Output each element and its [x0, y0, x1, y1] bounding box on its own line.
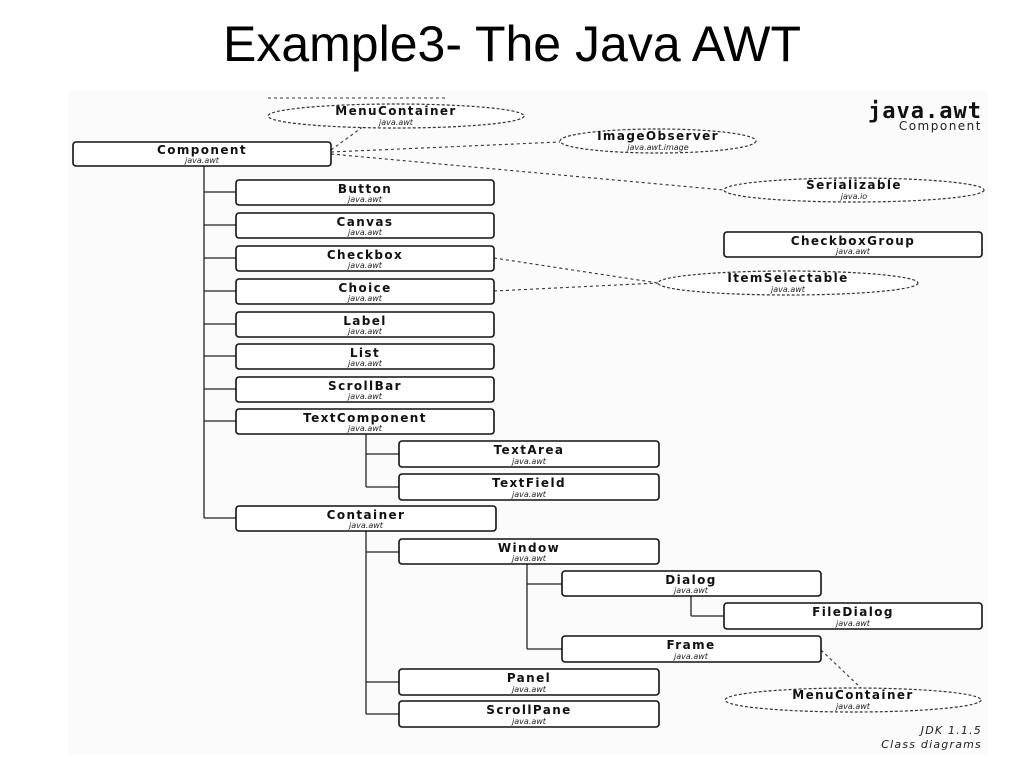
diagram-version: JDK 1.1.5 — [919, 724, 982, 737]
class-package: java.awt — [184, 156, 220, 165]
interface-name: MenuContainer — [792, 688, 914, 702]
class-name: Window — [498, 541, 560, 555]
class-package: java.awt — [511, 490, 547, 499]
class-package: java.awt — [511, 717, 547, 726]
class-name: Panel — [507, 671, 551, 685]
interface-name: Serializable — [806, 178, 902, 192]
class-diagram: java.awt Component MenuContainer java.aw… — [68, 90, 988, 754]
interface-name: MenuContainer — [335, 104, 457, 118]
interface-package: java.awt — [378, 118, 414, 127]
class-name: FileDialog — [812, 605, 894, 619]
class-name: ScrollBar — [328, 379, 402, 393]
class-package: java.awt — [347, 228, 383, 237]
class-window: Window java.awt — [398, 538, 660, 565]
class-package: java.awt — [511, 554, 547, 563]
package-header: java.awt — [868, 99, 982, 124]
class-name: Canvas — [337, 215, 394, 229]
slide-title: Example3- The Java AWT — [222, 16, 801, 72]
interface-package: java.awt — [835, 702, 871, 711]
interface-lines — [268, 97, 862, 689]
interface-serializable: Serializable java.io — [723, 177, 985, 203]
class-checkbox: Checkbox java.awt — [235, 245, 495, 272]
class-textcomponent: TextComponent java.awt — [235, 408, 495, 435]
class-name: Container — [327, 508, 406, 522]
class-textarea: TextArea java.awt — [398, 440, 660, 468]
class-package: java.awt — [347, 424, 383, 433]
interface-imageobserver: ImageObserver java.awt.image — [559, 128, 757, 154]
class-list: List java.awt — [235, 343, 495, 370]
class-name: Component — [157, 143, 247, 157]
class-name: Frame — [666, 638, 715, 652]
interface-name: ImageObserver — [597, 129, 719, 143]
class-component: Component java.awt — [72, 141, 332, 167]
class-package: java.awt — [347, 359, 383, 368]
class-name: CheckboxGroup — [791, 234, 916, 248]
class-name: Dialog — [665, 573, 717, 587]
class-package: java.awt — [673, 652, 709, 661]
class-package: java.awt — [673, 586, 709, 595]
class-filedialog: FileDialog java.awt — [723, 602, 983, 630]
class-scrollbar: ScrollBar java.awt — [235, 376, 495, 403]
class-name: Choice — [338, 281, 391, 295]
class-canvas: Canvas java.awt — [235, 212, 495, 239]
interface-package: java.awt — [770, 285, 806, 294]
diagram-caption: Class diagrams — [881, 738, 982, 751]
class-name: TextComponent — [303, 411, 427, 425]
interface-package: java.io — [840, 192, 868, 201]
class-textfield: TextField java.awt — [398, 473, 660, 501]
class-name: List — [350, 346, 380, 360]
interface-package: java.awt.image — [626, 143, 688, 152]
class-diagram-svg: java.awt Component MenuContainer java.aw… — [72, 97, 985, 751]
class-name: Label — [343, 314, 387, 328]
interface-itemselectable: ItemSelectable java.awt — [657, 270, 919, 296]
class-package: java.awt — [347, 261, 383, 270]
class-dialog: Dialog java.awt — [561, 570, 822, 597]
class-name: Checkbox — [327, 248, 403, 262]
class-package: java.awt — [511, 457, 547, 466]
class-name: ScrollPane — [486, 703, 571, 717]
class-name: Button — [338, 182, 392, 196]
class-panel: Panel java.awt — [398, 668, 660, 696]
inheritance-lines — [203, 166, 724, 715]
class-package: java.awt — [348, 521, 384, 530]
interface-menucontainer-top: MenuContainer java.awt — [267, 103, 525, 129]
class-button: Button java.awt — [235, 179, 495, 206]
class-name: TextArea — [494, 443, 565, 457]
interface-menucontainer-bottom: MenuContainer java.awt — [724, 687, 982, 713]
class-package: java.awt — [835, 619, 871, 628]
class-package: java.awt — [347, 195, 383, 204]
class-container: Container java.awt — [235, 505, 497, 532]
class-package: java.awt — [347, 294, 383, 303]
interface-name: ItemSelectable — [727, 271, 848, 285]
class-choice: Choice java.awt — [235, 278, 495, 305]
class-package: java.awt — [835, 247, 871, 256]
class-package: java.awt — [347, 327, 383, 336]
class-package: java.awt — [511, 685, 547, 694]
class-package: java.awt — [347, 392, 383, 401]
class-label: Label java.awt — [235, 311, 495, 338]
class-name: TextField — [492, 476, 566, 490]
class-frame: Frame java.awt — [561, 635, 822, 663]
package-subtitle: Component — [899, 119, 982, 133]
class-checkboxgroup: CheckboxGroup java.awt — [723, 231, 983, 258]
class-scrollpane: ScrollPane java.awt — [398, 700, 660, 728]
